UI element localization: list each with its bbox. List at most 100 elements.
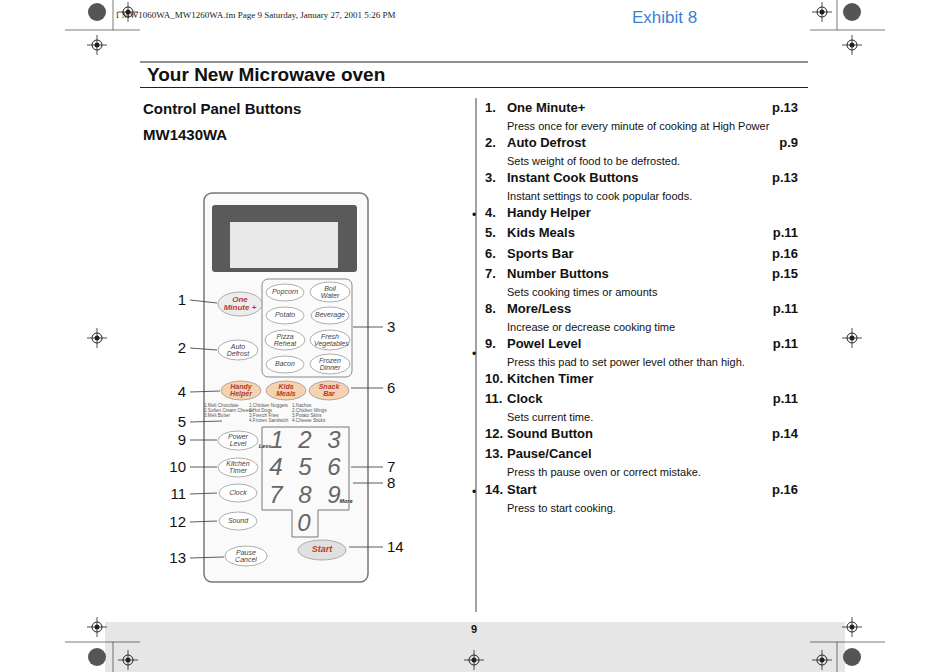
callout-number: 6 — [387, 379, 395, 396]
dark-mark — [843, 3, 861, 21]
button-face: One Minute + — [217, 291, 263, 317]
button-label: Kids Meals — [270, 383, 302, 398]
registration-mark — [812, 650, 832, 670]
panel-button: Snack Bar1.Nachos2.Chicken Wings3.Potato… — [308, 380, 350, 401]
button-label: Handy Helper — [225, 383, 257, 398]
panel-button: Start — [297, 539, 347, 561]
number-key: 7 — [269, 481, 282, 509]
item-title: Sound Button — [507, 427, 593, 442]
number-key: 4 — [269, 453, 282, 481]
callout-number: 11 — [170, 485, 186, 502]
button-label: Bacon — [275, 360, 295, 367]
panel-button: Kitchen Timer — [217, 457, 259, 478]
leader-line — [190, 391, 220, 392]
item-number: 5. — [485, 226, 496, 241]
button-label: Popcorn — [272, 288, 298, 295]
item-title: Number Buttons — [507, 267, 609, 282]
panel-button: Beverage — [310, 306, 350, 325]
callout-number: 8 — [387, 474, 395, 491]
item-description: Press th pause oven or correct mistake. — [507, 466, 701, 479]
item-title: Powel Level — [507, 337, 581, 352]
button-oval — [266, 356, 304, 373]
leader-line — [349, 547, 383, 548]
button-face: Snack Bar — [308, 380, 350, 401]
callout-number: 1 — [178, 291, 186, 308]
mark-cross — [474, 650, 475, 670]
number-key: 5 — [298, 453, 311, 481]
display-screen — [230, 222, 338, 268]
mark-cross — [822, 2, 823, 22]
callout-number: 4 — [178, 383, 186, 400]
item-number: 6. — [485, 247, 496, 262]
button-label: Kitchen Timer — [222, 460, 254, 475]
leader-line — [190, 440, 217, 441]
button-face: Fresh Vegetables — [309, 329, 351, 351]
mark-cross — [97, 35, 98, 55]
registration-mark — [842, 328, 862, 348]
item-number: 7. — [485, 267, 496, 282]
button-face: Kids Meals — [265, 380, 307, 401]
number-key: 2 — [298, 426, 311, 454]
panel-button: Sound — [218, 511, 258, 531]
callout-number: 12 — [169, 513, 186, 530]
page-reference: p.13 — [772, 101, 798, 116]
button-oval — [310, 354, 350, 374]
item-number: 8. — [485, 302, 496, 317]
section-heading: Control Panel Buttons — [143, 100, 301, 117]
registration-mark — [87, 617, 107, 637]
program-option: 2.Soften Cream Cheese — [204, 408, 253, 413]
registration-mark — [842, 617, 862, 637]
number-key: 9 — [327, 481, 340, 509]
rule — [140, 62, 808, 63]
bullet: • — [472, 209, 476, 223]
button-oval — [310, 282, 350, 302]
item-title: Sports Bar — [507, 247, 573, 262]
button-oval — [310, 330, 350, 350]
dark-mark — [88, 648, 106, 666]
button-oval — [218, 340, 258, 360]
button-face: Sound — [218, 511, 258, 531]
button-face: Frozen Dinner — [309, 353, 351, 375]
control-panel — [204, 193, 368, 582]
number-key: 3 — [327, 426, 340, 454]
panel-button: Pause Cancel — [224, 545, 268, 567]
button-oval — [298, 540, 346, 560]
panel-button: Auto Defrost — [217, 339, 259, 361]
program-option: 2.Chicken Wings — [292, 408, 326, 413]
item-number: 14. — [485, 483, 503, 498]
crop-line — [65, 642, 140, 643]
panel-button: Power Level — [217, 430, 259, 451]
panel-button: Kids Meals1.Chicken Nuggets2.Hot Dogs3.F… — [265, 380, 307, 401]
panel-button: Clock — [218, 483, 258, 503]
button-oval — [219, 484, 257, 502]
button-label: Power Level — [222, 433, 254, 448]
program-option: 1.Chicken Nuggets — [249, 403, 288, 408]
leader-line — [190, 467, 217, 468]
mark-cross — [852, 328, 853, 348]
registration-mark — [842, 35, 862, 55]
button-oval — [221, 381, 261, 400]
registration-mark — [812, 2, 832, 22]
display-frame — [212, 205, 357, 272]
mark-cross — [97, 328, 98, 348]
leader-line — [190, 300, 217, 303]
item-title: Kids Meals — [507, 226, 575, 241]
leader-line — [190, 421, 222, 422]
button-label: Clock — [229, 489, 247, 496]
button-label: Fresh Vegetables — [314, 333, 346, 348]
leader-line — [190, 348, 217, 350]
panel-button: Boil Water — [309, 281, 351, 303]
callout-number: 10 — [169, 458, 186, 475]
program-option: 3.Potato Skins — [292, 413, 322, 418]
button-face: Handy Helper — [220, 380, 262, 401]
panel-button: Potato — [265, 306, 305, 325]
page-reference: p.9 — [779, 136, 798, 151]
program-option: 2.Hot Dogs — [249, 408, 272, 413]
crop-line — [837, 0, 838, 30]
callout-number: 5 — [178, 413, 186, 430]
button-face: Start — [297, 539, 347, 561]
button-oval — [225, 546, 267, 566]
button-oval — [218, 458, 258, 477]
button-face: Boil Water — [309, 281, 351, 303]
